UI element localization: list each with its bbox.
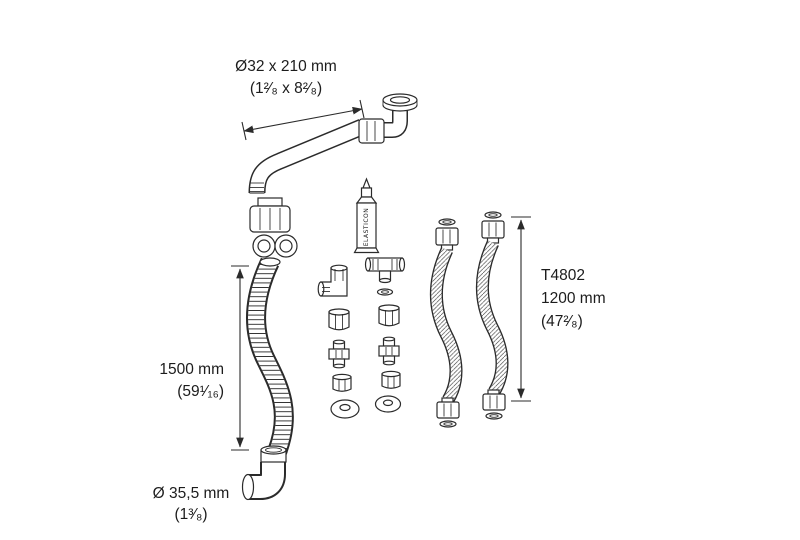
elbow-coupling-nut [358, 118, 385, 144]
right-dimension-arrow [511, 216, 531, 402]
corrugated-hose [245, 257, 294, 457]
top-dimension-arrow [241, 99, 365, 141]
fitting-cap-right [381, 370, 401, 389]
hose-length-label-mm: 1500 mm [159, 361, 224, 378]
fitting-elbow-union [317, 264, 348, 297]
right-dimension-label-inch: (47²⁄₈) [541, 313, 583, 330]
bottom-elbow [241, 445, 287, 501]
top-dimension-label-mm: Ø32 x 210 mm [235, 58, 337, 75]
drain-pipe [248, 119, 366, 194]
escutcheon-right [374, 395, 402, 413]
escutcheon-left [330, 399, 360, 419]
compression-nut [249, 197, 291, 233]
hose-model-label: T4802 [541, 267, 585, 284]
glue-tube: ELASTICON [353, 177, 380, 254]
right-dimension-label-mm: 1200 mm [541, 290, 606, 307]
hose-length-label-inch: (59¹⁄₁₆) [177, 383, 224, 400]
fitting-nut-left [328, 308, 350, 331]
top-dimension-label-inch: (1²⁄₈ x 8²⁄₈) [250, 80, 322, 97]
overflow-elbow-fitting [358, 93, 418, 144]
braided-hose-left [429, 218, 463, 428]
bottom-elbow-label-inch: (1³⁄₈) [174, 506, 207, 523]
fitting-nut-right [378, 304, 400, 327]
glue-tube-label: ELASTICON [363, 208, 370, 247]
fitting-tee [364, 257, 406, 284]
seal-rings [252, 234, 298, 258]
fitting-cap-left [332, 373, 352, 392]
fitting-adapter-left [328, 339, 350, 369]
braided-hose-right [475, 211, 509, 420]
bottom-elbow-label-mm: Ø 35,5 mm [153, 485, 230, 502]
fitting-adapter-right [378, 336, 400, 366]
washer-small [376, 288, 394, 296]
left-dimension-arrow [231, 265, 249, 451]
